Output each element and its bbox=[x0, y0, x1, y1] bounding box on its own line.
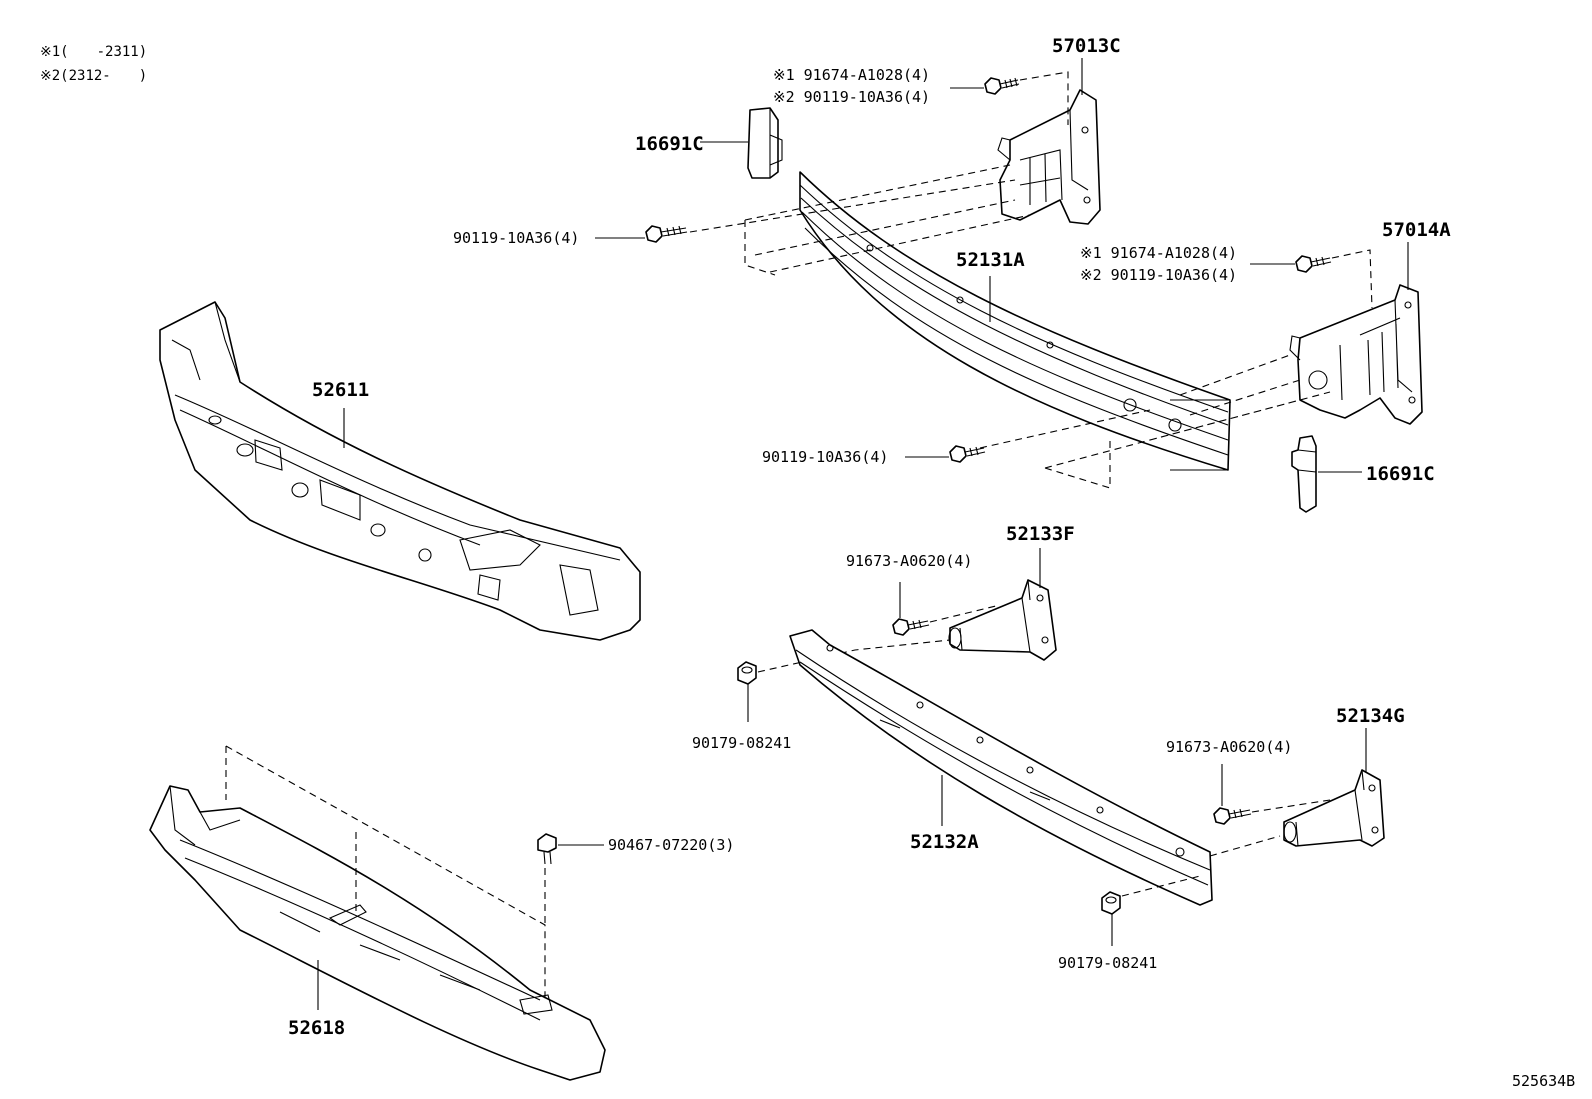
part-57014A-bracket[interactable] bbox=[1289, 284, 1423, 425]
label-91673-upper: 91673-A0620(4) bbox=[846, 552, 972, 570]
label-91673-lower: 91673-A0620(4) bbox=[1166, 738, 1292, 756]
label-57014A-bolt-a: ※1 91674-A1028(4) bbox=[1080, 244, 1237, 262]
bolt-91673-upper[interactable] bbox=[892, 618, 930, 636]
label-52131A: 52131A bbox=[956, 249, 1025, 271]
label-52618: 52618 bbox=[288, 1017, 345, 1039]
label-52134G: 52134G bbox=[1336, 705, 1405, 727]
label-90119-lower: 90119-10A36(4) bbox=[762, 448, 888, 466]
label-52611: 52611 bbox=[312, 379, 369, 401]
label-57013C-bolt-a: ※1 91674-A1028(4) bbox=[773, 66, 930, 84]
part-52132A-beam[interactable] bbox=[789, 629, 1213, 906]
label-90179-right: 90179-08241 bbox=[1058, 954, 1157, 972]
bolt-57014A[interactable] bbox=[1295, 255, 1332, 273]
part-16691C-upper[interactable] bbox=[747, 107, 783, 179]
note-2: ※2(2312- ) bbox=[40, 68, 147, 84]
part-16691C-lower[interactable] bbox=[1291, 435, 1317, 513]
label-57013C-bolt-b: ※2 90119-10A36(4) bbox=[773, 88, 930, 106]
part-52618-lower-absorber[interactable] bbox=[149, 785, 606, 1081]
nut-90179-left[interactable] bbox=[737, 661, 757, 685]
label-16691C-lower: 16691C bbox=[1366, 463, 1435, 485]
label-52132A: 52132A bbox=[910, 831, 979, 853]
bolt-91673-lower[interactable] bbox=[1213, 807, 1252, 825]
note-1: ※1( -2311) bbox=[40, 44, 147, 60]
label-90119-upper: 90119-10A36(4) bbox=[453, 229, 579, 247]
part-57013C-bracket[interactable] bbox=[997, 89, 1101, 225]
label-90467: 90467-07220(3) bbox=[608, 836, 734, 854]
bolt-90119-lower[interactable] bbox=[949, 445, 986, 463]
diagram-reference-number: 525634B bbox=[1512, 1072, 1575, 1090]
nut-90179-right[interactable] bbox=[1101, 891, 1121, 915]
label-57014A-bolt-b: ※2 90119-10A36(4) bbox=[1080, 266, 1237, 284]
label-90179-left: 90179-08241 bbox=[692, 734, 791, 752]
part-52611-absorber[interactable] bbox=[159, 301, 641, 641]
bolt-57013C[interactable] bbox=[984, 77, 1020, 95]
part-52134G-crashbox[interactable] bbox=[1283, 769, 1385, 847]
label-57013C: 57013C bbox=[1052, 35, 1121, 57]
label-57014A: 57014A bbox=[1382, 219, 1451, 241]
part-52131A-beam[interactable] bbox=[799, 171, 1231, 471]
bolt-90119-upper[interactable] bbox=[645, 225, 688, 243]
label-16691C-upper: 16691C bbox=[635, 133, 704, 155]
part-52133F-crashbox[interactable] bbox=[948, 579, 1057, 661]
label-52133F: 52133F bbox=[1006, 523, 1075, 545]
clip-90467[interactable] bbox=[537, 833, 557, 865]
